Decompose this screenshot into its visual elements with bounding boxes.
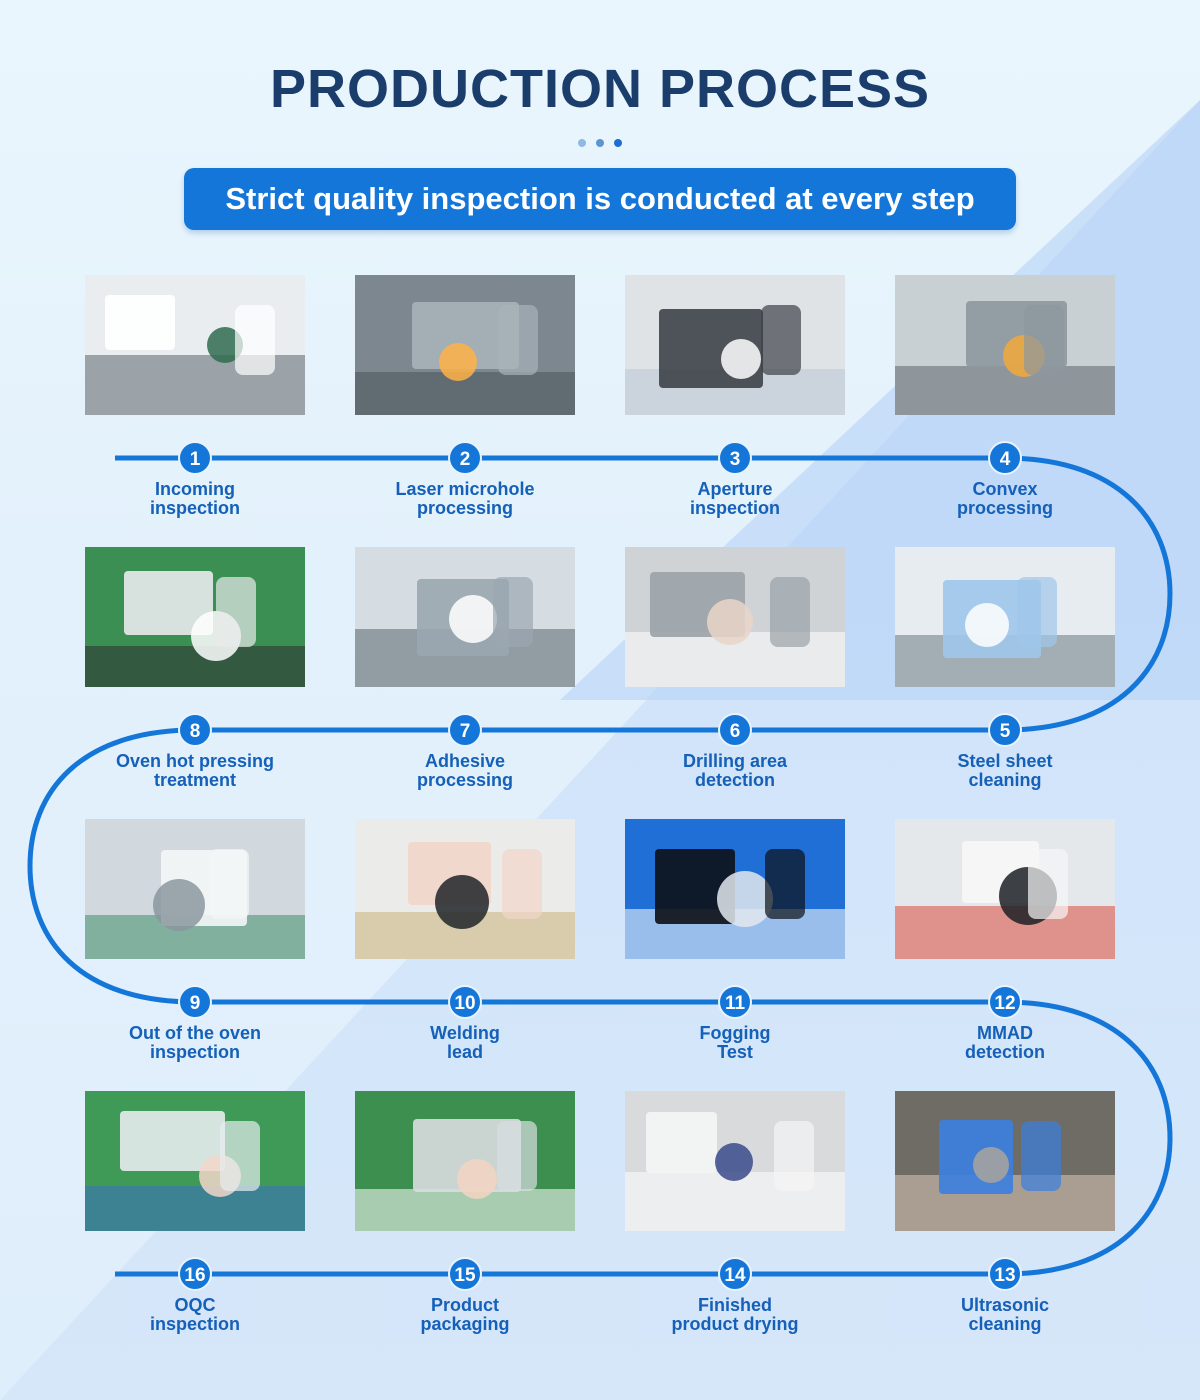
step-label-line2: cleaning [968, 770, 1042, 790]
dot [596, 139, 604, 147]
workers-inspection-photo [85, 819, 305, 959]
step-label-line2: inspection [689, 498, 780, 518]
oven-photo [85, 547, 305, 687]
automated-machinery-photo [895, 275, 1115, 415]
step-number-badge: 14 [718, 1257, 752, 1291]
drying-cabinet-photo [625, 1091, 845, 1231]
step-label-line1: Incoming [155, 479, 235, 499]
step-number-badge: 11 [718, 985, 752, 1019]
step-label-line1: Product [430, 1295, 499, 1315]
step-number-badge: 15 [448, 1257, 482, 1291]
step-label-line2: packaging [420, 1314, 510, 1334]
step-label-line2: processing [956, 498, 1054, 518]
step-label-line2: detection [964, 1042, 1045, 1062]
step-number-badge: 16 [178, 1257, 212, 1291]
step-label-line2: processing [416, 498, 514, 518]
step-number-badge: 1 [178, 441, 212, 475]
welding-photo [355, 819, 575, 959]
step-label-line1: MMAD [977, 1023, 1033, 1043]
step-label-line2: inspection [149, 1314, 240, 1334]
step-label-line2: treatment [153, 770, 237, 790]
step-number-badge: 4 [988, 441, 1022, 475]
step-label-line2: processing [416, 770, 514, 790]
step-label-line1: Welding [430, 1023, 500, 1043]
page-title: PRODUCTION PROCESS [269, 59, 931, 119]
step-label-line2: Test [717, 1042, 753, 1062]
step-label-line2: cleaning [968, 1314, 1042, 1334]
mmad-detection-photo [895, 819, 1115, 959]
step-number-badge: 6 [718, 713, 752, 747]
step-label-line1: Adhesive [424, 751, 506, 771]
microscope-inspection-photo [625, 275, 845, 415]
fogging-test-photo [625, 819, 845, 959]
title-dots [0, 134, 1200, 152]
laser-machine-photo [355, 275, 575, 415]
dot [578, 139, 586, 147]
step-label-line2: lead [446, 1042, 484, 1062]
step-label-line1: Oven hot pressing [115, 751, 275, 771]
step-label-line1: Out of the oven [129, 1023, 261, 1043]
step-label-line1: Laser microhole [395, 479, 535, 499]
step-number-badge: 7 [448, 713, 482, 747]
step-number-badge: 9 [178, 985, 212, 1019]
step-label-line1: OQC [174, 1295, 216, 1315]
step-label-line1: Aperture [697, 479, 773, 499]
step-number-badge: 13 [988, 1257, 1022, 1291]
step-label-line2: product drying [671, 1314, 799, 1334]
dot [614, 139, 622, 147]
steel-discs-photo [625, 547, 845, 687]
step-label-line1: Drilling area [682, 751, 788, 771]
packaging-photo [355, 1091, 575, 1231]
step-label-line1: Fogging [699, 1023, 771, 1043]
step-number-badge: 10 [448, 985, 482, 1019]
oqc-photo [85, 1091, 305, 1231]
step-label-line1: Finished [697, 1295, 772, 1315]
adhesive-line-photo [355, 547, 575, 687]
basket-cleaning-photo [895, 1091, 1115, 1231]
ultrasonic-cleaner-photo [895, 547, 1115, 687]
step-label-line1: Ultrasonic [960, 1295, 1050, 1315]
step-number-badge: 5 [988, 713, 1022, 747]
step-label-line1: Steel sheet [957, 751, 1053, 771]
step-number-badge: 2 [448, 441, 482, 475]
step-label-line2: inspection [149, 1042, 240, 1062]
step-number-badge: 8 [178, 713, 212, 747]
step-label-line1: Convex [972, 479, 1038, 499]
subtitle-banner: Strict quality inspection is conducted a… [184, 168, 1016, 230]
step-number-badge: 3 [718, 441, 752, 475]
step-label-line2: inspection [149, 498, 240, 518]
step-number-badge: 12 [988, 985, 1022, 1019]
step-label-line2: detection [694, 770, 775, 790]
lab-microscope-monitor-photo [85, 275, 305, 415]
